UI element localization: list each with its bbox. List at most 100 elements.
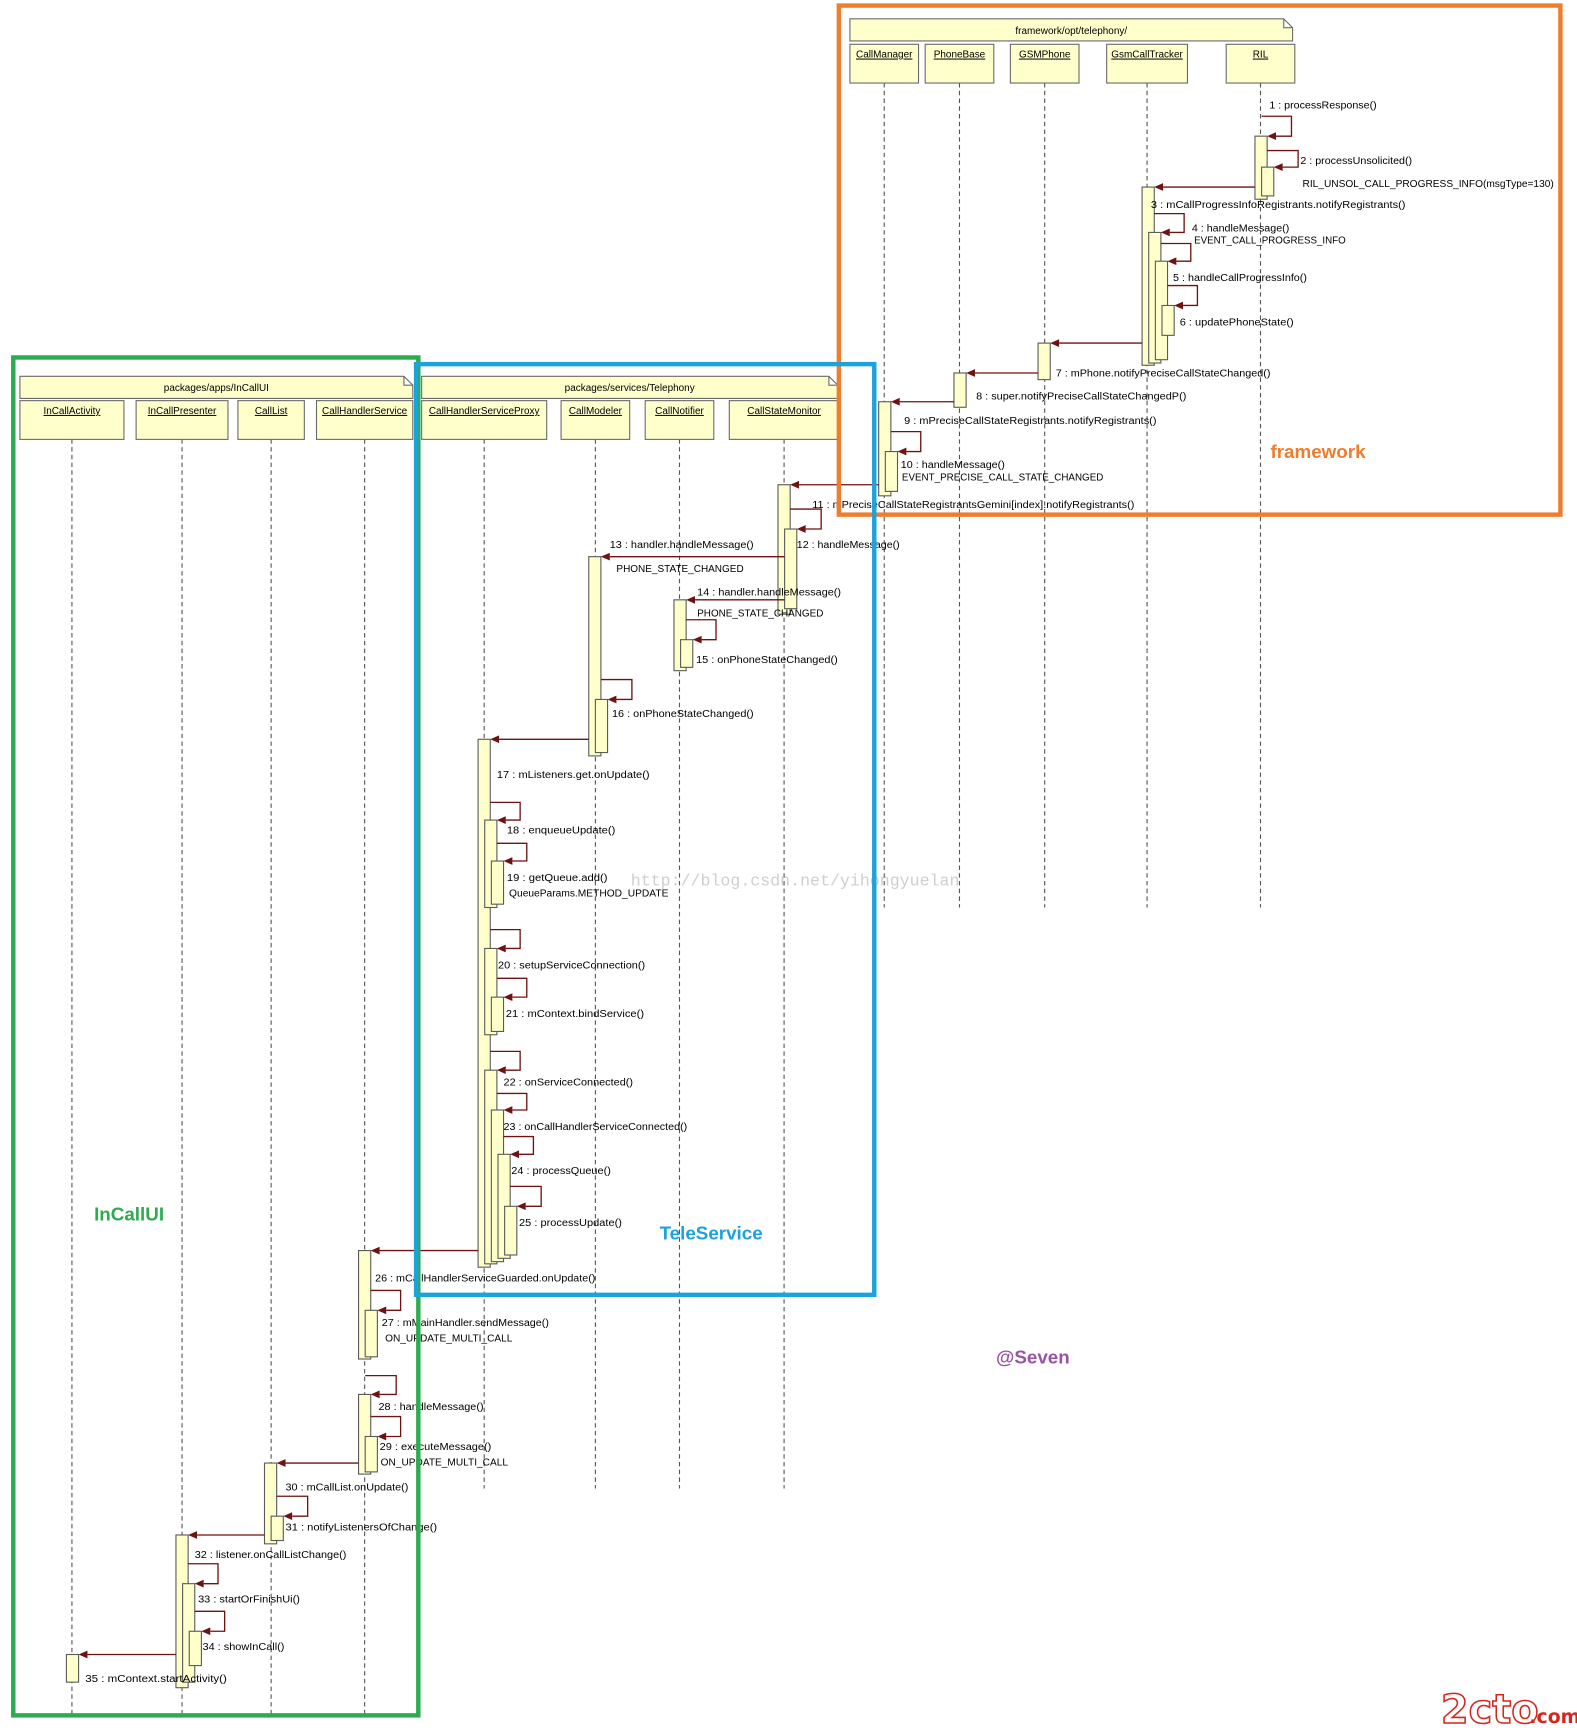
arrowhead	[897, 447, 907, 456]
lifeline-head-call-list: CallList	[237, 400, 305, 440]
lifeline-head-in-call-presenter: InCallPresenter	[135, 400, 229, 440]
package-label: packages/apps/InCallUI	[164, 383, 269, 394]
region-label-teleservice: TeleService	[660, 1223, 763, 1244]
message-label: 12 : handleMessage()	[797, 540, 900, 551]
arrowhead	[890, 397, 900, 406]
message-8	[966, 369, 1039, 377]
lifeline-head-call-handler-service: CallHandlerService	[315, 400, 414, 440]
message-label: 29 : executeMessage()	[380, 1442, 492, 1453]
arrowhead	[370, 1246, 380, 1255]
self-call-arrow-line	[194, 1610, 226, 1632]
lifeline-head-box	[315, 400, 414, 440]
message-25	[510, 1185, 542, 1211]
message-14	[686, 595, 785, 604]
message-label: 6 : updatePhoneState()	[1180, 317, 1294, 328]
package-tab	[19, 375, 414, 399]
watermark-layer: http://blog.csdn.net/yihongyuelan	[631, 871, 960, 890]
arrowhead	[503, 857, 513, 865]
message-label: 27 : mMainHandler.sendMessage()	[382, 1318, 549, 1329]
lifeline-name: CallStateMonitor	[747, 406, 821, 417]
activation-bar	[1037, 342, 1051, 381]
self-call-arrow-line	[1261, 115, 1293, 137]
lifeline-name: CallList	[255, 406, 288, 417]
message-33	[188, 1563, 219, 1588]
author-signature: @Seven	[996, 1346, 1070, 1367]
message-note: ON_UPDATE_MULTI_CALL	[385, 1333, 513, 1344]
site-logo: 2cto .com	[1440, 1686, 1577, 1732]
lifeline-name: PhoneBase	[934, 50, 986, 61]
activation-bar	[270, 1515, 284, 1542]
self-call-arrow-line	[510, 1185, 542, 1207]
message-3	[1154, 183, 1255, 191]
self-call-arrow-line	[686, 619, 717, 641]
package-label: framework/opt/telephony/	[1015, 26, 1127, 37]
watermark-text: http://blog.csdn.net/yihongyuelan	[631, 871, 960, 890]
arrowhead	[1273, 163, 1283, 172]
self-call-arrow-line	[490, 1050, 521, 1071]
message-label: 3 : mCallProgressInfoRegistrants.notifyR…	[1151, 200, 1406, 211]
message-label: 31 : notifyListenersOfChange()	[286, 1523, 438, 1534]
message-12	[790, 508, 822, 533]
arrowhead	[516, 1202, 526, 1211]
message-note: PHONE_STATE_CHANGED	[616, 564, 743, 575]
message-note: EVENT_CALL_PROGRESS_INFO	[1194, 236, 1346, 247]
message-4	[1154, 212, 1185, 237]
message-label: 32 : listener.onCallListChange()	[195, 1550, 347, 1561]
self-call-arrow-line	[600, 678, 633, 701]
self-call-arrow-line	[490, 801, 521, 821]
activation-bar	[1261, 166, 1275, 197]
self-call-arrow-line	[365, 1374, 397, 1396]
message-30	[276, 1459, 359, 1467]
message-6	[1167, 284, 1199, 310]
activation-bar	[594, 698, 609, 754]
message-note: PHONE_STATE_CHANGED	[697, 608, 823, 619]
message-label: 34 : showInCall()	[203, 1642, 285, 1653]
self-call-arrow-line	[503, 1135, 535, 1155]
message-10	[890, 430, 922, 456]
message-11	[790, 480, 879, 489]
lifeline-name: CallHandlerService	[322, 406, 408, 417]
packages-layer: framework/opt/telephony/packages/apps/In…	[19, 18, 1294, 399]
lifeline-head-box	[644, 400, 715, 440]
message-note: RIL_UNSOL_CALL_PROGRESS_INFO(msgType=130…	[1303, 179, 1554, 190]
annotations-layer: framework TeleService InCallUI @Seven 2c…	[94, 441, 1577, 1732]
self-call-arrow-line	[1160, 242, 1192, 262]
package-label: packages/services/Telephony	[565, 383, 695, 394]
message-19	[496, 842, 528, 865]
lifeline-head-box	[237, 400, 305, 440]
lifeline-name: CallNotifier	[655, 406, 704, 417]
lifeline-head-box	[1225, 43, 1296, 84]
region-frames-layer	[11, 3, 1563, 1718]
logo-brand: 2cto	[1441, 1687, 1539, 1732]
message-26	[370, 1246, 479, 1255]
message-7	[1050, 339, 1143, 347]
messages-layer	[78, 115, 1299, 1659]
logo-suffix: .com	[1529, 1707, 1577, 1728]
message-label: 22 : onServiceConnected()	[504, 1078, 633, 1089]
message-13	[600, 552, 785, 561]
arrowhead	[790, 480, 800, 489]
lifeline-head-call-notifier: CallNotifier	[644, 400, 715, 440]
arrowhead	[201, 1627, 211, 1636]
message-label: 11 : mPreciseCallStateRegistrantsGemini[…	[812, 500, 1134, 511]
message-20	[490, 928, 521, 953]
message-label: 7 : mPhone.notifyPreciseCallStateChanged…	[1056, 368, 1271, 379]
self-call-arrow-line	[1167, 284, 1199, 307]
lifeline-name: CallManager	[856, 50, 913, 61]
activation-bar	[490, 996, 505, 1032]
lifeline-name: CallHandlerServiceProxy	[429, 406, 540, 417]
message-21	[496, 977, 528, 1002]
message-label: 10 : handleMessage()	[901, 460, 1005, 471]
lifeline-head-call-state-monitor: CallStateMonitor	[728, 400, 840, 440]
message-label: 16 : onPhoneStateChanged()	[612, 709, 754, 720]
message-label: 9 : mPreciseCallStateRegistrants.notifyR…	[904, 416, 1156, 427]
arrowhead	[78, 1650, 88, 1659]
package-framework-telephony: framework/opt/telephony/	[849, 18, 1294, 42]
message-27	[370, 1289, 402, 1315]
lifeline-head-gsmphone: GSMPhone	[1009, 43, 1080, 84]
region-frame-incallui	[11, 355, 421, 1718]
arrowhead	[194, 1579, 204, 1588]
